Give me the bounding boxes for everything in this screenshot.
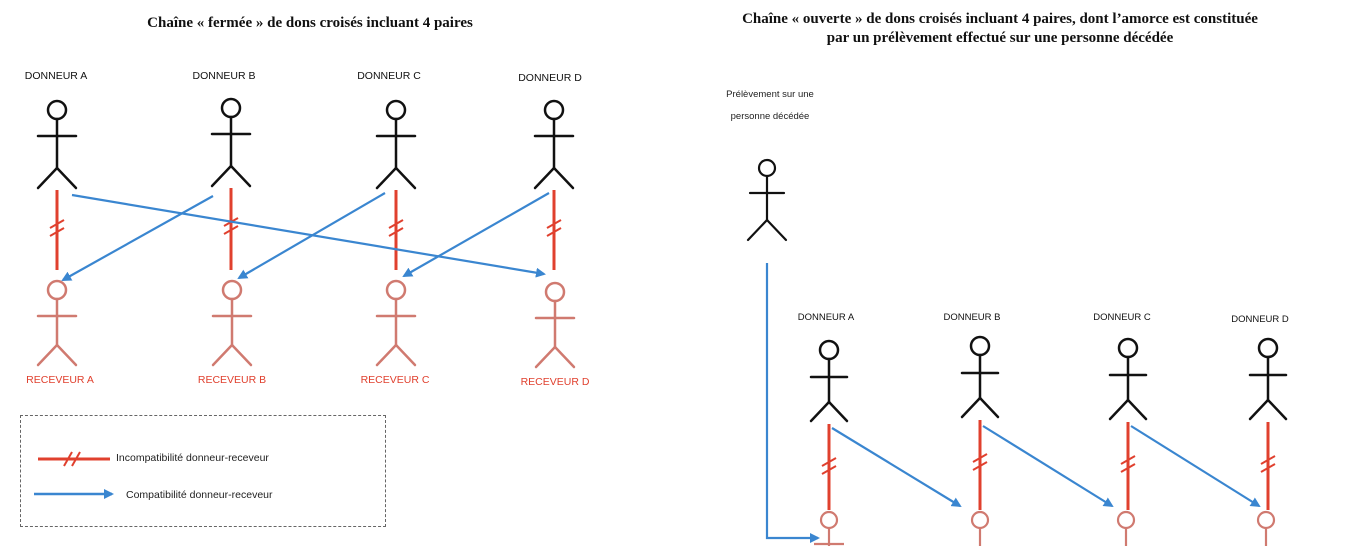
left-donor-a-figure [36, 99, 78, 190]
left-recipient-a-figure [36, 279, 78, 367]
arrow-donor-a-to-recipient-d [71, 193, 546, 278]
left-recipient-c-label: RECEVEUR C [360, 374, 430, 386]
deceased-label-line-1: Prélèvement sur une [726, 89, 814, 100]
arrow-donor-c-to-recipient-b [237, 192, 386, 280]
left-recipient-a-label: RECEVEUR A [26, 374, 94, 386]
deceased-donor-figure [746, 158, 788, 242]
left-incompatibility-d [546, 190, 562, 270]
arrow-right-donor-c-to-recipient-d [1130, 425, 1261, 508]
left-recipient-b-label: RECEVEUR B [197, 374, 267, 386]
right-incompatibility-b [972, 420, 988, 510]
right-incompatibility-a [821, 424, 837, 510]
right-donor-c-label: DONNEUR C [1093, 312, 1151, 323]
left-recipient-d-figure [534, 281, 576, 369]
legend-incompatible-label: Incompatibilité donneur-receveur [116, 452, 269, 464]
right-title-line-1: Chaîne « ouverte » de dons croisés inclu… [742, 11, 1258, 27]
arrow-donor-b-to-recipient-a [61, 195, 214, 281]
right-recipient-b-figure [970, 510, 990, 546]
left-donor-c-label: DONNEUR C [357, 70, 421, 82]
right-recipient-a-figure [814, 510, 844, 546]
legend-compatible-label: Compatibilité donneur-receveur [126, 489, 273, 501]
left-donor-b-figure [210, 97, 252, 188]
left-recipient-b-figure [211, 279, 253, 367]
right-donor-b-figure [960, 335, 1000, 419]
right-donor-d-figure [1248, 337, 1288, 421]
left-donor-b-label: DONNEUR B [192, 70, 256, 82]
arrow-right-donor-b-to-recipient-c [982, 425, 1114, 508]
left-incompatibility-b [223, 188, 239, 270]
left-donor-d-figure [533, 99, 575, 190]
right-diagram-title: Chaîne « ouverte » de dons croisés inclu… [650, 10, 1350, 48]
left-incompatibility-a [49, 190, 65, 270]
arrow-deceased-to-recipient-a [765, 263, 820, 543]
left-recipient-d-label: RECEVEUR D [520, 376, 590, 388]
deceased-label-line-2: personne décédée [730, 111, 810, 122]
right-donor-a-figure [809, 339, 849, 423]
deceased-donor-label: Prélèvement sur une personne décédée [700, 84, 840, 128]
right-donor-a-label: DONNEUR A [797, 312, 855, 323]
right-title-line-2: par un prélèvement effectué sur une pers… [826, 30, 1174, 46]
legend-box [20, 415, 386, 527]
left-donor-d-label: DONNEUR D [518, 72, 582, 84]
right-recipient-d-figure [1256, 510, 1276, 546]
right-incompatibility-c [1120, 422, 1136, 510]
left-donor-c-figure [375, 99, 417, 190]
arrow-donor-d-to-recipient-c [402, 192, 550, 277]
right-incompatibility-d [1260, 422, 1276, 510]
right-donor-b-label: DONNEUR B [943, 312, 1001, 323]
left-recipient-c-figure [375, 279, 417, 367]
right-recipient-c-figure [1116, 510, 1136, 546]
arrow-right-donor-a-to-recipient-b [831, 427, 962, 508]
left-donor-a-label: DONNEUR A [24, 70, 88, 82]
left-incompatibility-c [388, 190, 404, 270]
legend-incompatible-symbol [38, 451, 110, 467]
right-donor-c-figure [1108, 337, 1148, 421]
left-diagram-title: Chaîne « fermée » de dons croisés inclua… [147, 15, 473, 31]
right-donor-d-label: DONNEUR D [1231, 314, 1289, 325]
